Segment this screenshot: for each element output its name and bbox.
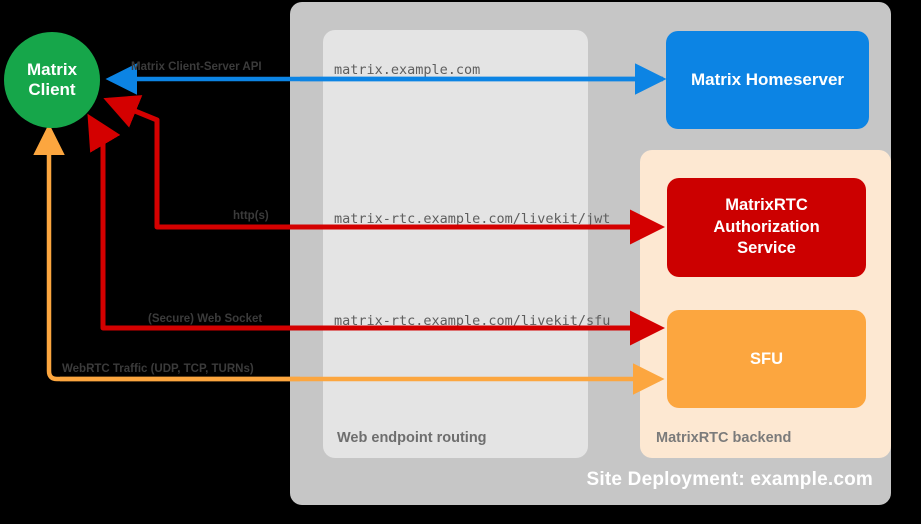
node-matrix-client[interactable]: Matrix Client — [4, 32, 100, 128]
connector-websocket-return-to-client — [87, 113, 210, 331]
flow-label-matrix-client-server-api: Matrix Client-Server API — [131, 61, 262, 73]
web-endpoint-routing-zone: Web endpoint routing — [323, 30, 588, 458]
node-matrix-homeserver-label: Matrix Homeserver — [690, 70, 845, 89]
endpoint-url-livekit-sfu: matrix-rtc.example.com/livekit/sfu — [334, 313, 611, 329]
node-matrix-homeserver[interactable]: Matrix Homeserver — [666, 31, 869, 129]
endpoint-url-matrix: matrix.example.com — [334, 62, 481, 78]
node-auth-service-line1: MatrixRTC — [725, 196, 808, 215]
endpoint-url-livekit-jwt: matrix-rtc.example.com/livekit/jwt — [334, 211, 611, 227]
node-sfu-label: SFU — [750, 349, 783, 368]
node-matrix-client-line2: Client — [28, 80, 76, 99]
flow-label-webrtc-traffic: WebRTC Traffic (UDP, TCP, TURNs) — [62, 363, 254, 375]
node-matrix-client-line1: Matrix — [26, 59, 78, 79]
connector-https-return-to-client — [103, 95, 290, 230]
flow-label-https: http(s) — [233, 210, 269, 222]
connector-webrtc-return-to-client — [33, 123, 300, 382]
node-auth-service-line2: Authorization — [713, 217, 820, 236]
flow-label-web-socket: (Secure) Web Socket — [148, 313, 263, 325]
node-matrixrtc-authorization-service[interactable]: MatrixRTC Authorization Service — [667, 178, 866, 277]
matrixrtc-backend-label: MatrixRTC backend — [656, 430, 792, 446]
node-sfu[interactable]: SFU — [667, 310, 866, 408]
node-auth-service-line3: Service — [737, 239, 796, 258]
site-deployment-label: Site Deployment: example.com — [586, 469, 873, 490]
web-endpoint-routing-label: Web endpoint routing — [337, 430, 487, 446]
